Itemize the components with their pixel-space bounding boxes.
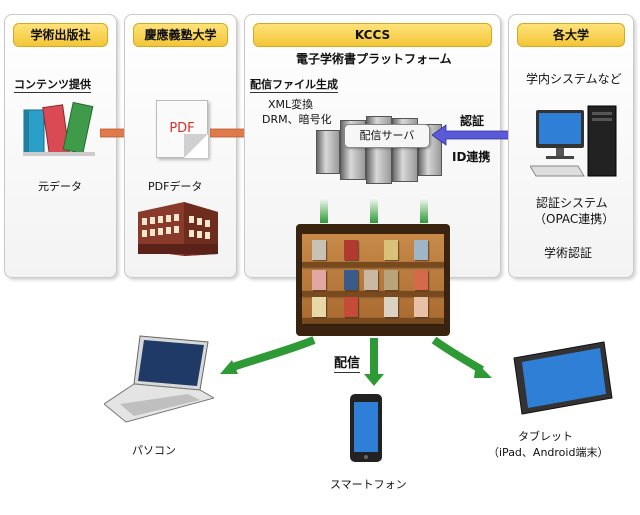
tablet-label: タブレット (518, 430, 573, 443)
pdf-document-label: PDF (169, 121, 195, 136)
distribution-arrows (220, 336, 492, 386)
platform-title: 電子学術書プラットフォーム (296, 52, 452, 66)
kccs-header: KCCS (253, 23, 492, 47)
distribution-label: 配信 (334, 356, 361, 373)
universities-header: 各大学 (517, 23, 625, 47)
smartphone-icon (350, 394, 382, 462)
academic-auth-label: 学術認証 (544, 246, 593, 260)
id-link-label: ID連携 (452, 150, 491, 164)
books-icon (23, 101, 95, 156)
publisher-panel: 学術出版社 (4, 14, 117, 278)
opac-link-label: （OPAC連携） (534, 212, 615, 226)
building-icon (138, 202, 218, 256)
pdf-document-icon: PDF (156, 100, 208, 158)
bookshelf-icon (296, 224, 450, 336)
publisher-header: 学術出版社 (13, 23, 108, 47)
delivery-file-generation-title: 配信ファイル生成 (250, 78, 338, 93)
xml-conversion-label: XML変換 (268, 98, 314, 111)
university-header: 慶應義塾大学 (133, 23, 228, 47)
pc-label: パソコン (132, 444, 176, 457)
content-provision-title: コンテンツ提供 (14, 78, 91, 93)
arrow-auth-id-link (432, 124, 534, 146)
desktop-pc-icon (530, 105, 617, 177)
auth-system-label: 認証システム (536, 196, 608, 210)
tablet-icon (513, 341, 613, 415)
auth-label: 認証 (460, 114, 485, 128)
smartphone-label: スマートフォン (330, 478, 407, 491)
kccs-panel: KCCS (244, 14, 501, 278)
tablet-models-label: （iPad、Android端末） (488, 446, 609, 459)
pdf-data-label: PDFデータ (148, 180, 203, 193)
original-data-label: 元データ (38, 180, 82, 193)
laptop-icon (104, 335, 214, 423)
delivery-server-label: 配信サーバ (344, 124, 430, 148)
campus-systems-label: 学内システムなど (526, 72, 622, 86)
drm-encryption-label: DRM、暗号化 (262, 113, 332, 126)
